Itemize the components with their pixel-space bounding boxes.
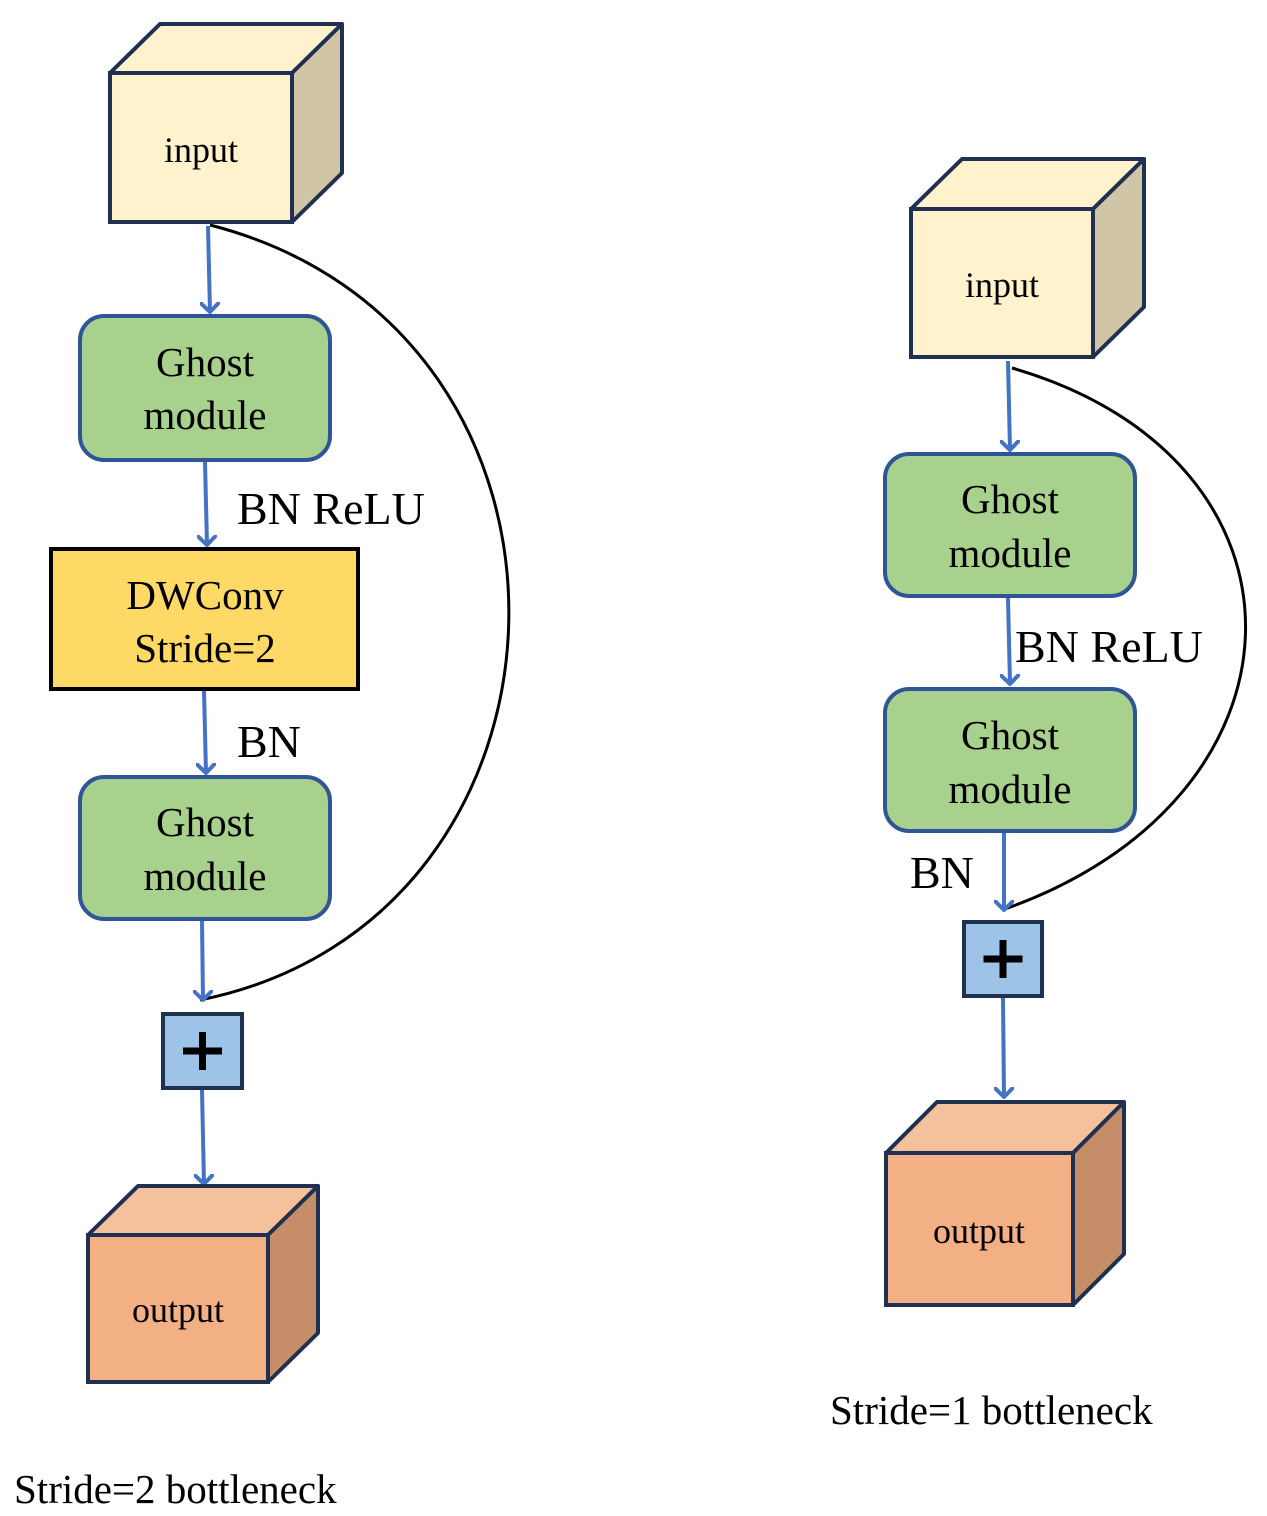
right-ghost1-line1: Ghost xyxy=(961,476,1060,522)
left-bn-label: BN xyxy=(237,716,301,767)
right-bottleneck: input Ghost module BN ReLU Ghost module … xyxy=(830,157,1247,1433)
left-arrow-input-ghost xyxy=(208,225,210,312)
right-arrow-input-ghost xyxy=(1008,360,1010,450)
right-add-node xyxy=(962,920,1044,998)
right-plus-icon xyxy=(983,940,1023,978)
right-ghost-module-1: Ghost module xyxy=(883,452,1137,598)
left-ghost1-line1: Ghost xyxy=(156,339,255,385)
right-arrow-ghost-ghost xyxy=(1008,597,1010,684)
left-skip-connection xyxy=(199,223,511,1002)
right-skip-connection xyxy=(1001,366,1247,912)
left-plus-icon xyxy=(183,1032,222,1070)
left-arrow-dwconv-ghost xyxy=(204,690,206,773)
left-ghost-module-2: Ghost module xyxy=(78,775,332,921)
right-caption: Stride=1 bottleneck xyxy=(830,1387,1153,1433)
left-ghost2-line1: Ghost xyxy=(156,799,255,845)
right-bn-label: BN xyxy=(910,847,974,898)
left-caption: Stride=2 bottleneck xyxy=(14,1466,337,1512)
right-ghost1-line2: module xyxy=(949,530,1072,576)
right-ghost2-line1: Ghost xyxy=(961,712,1060,758)
right-ghost-module-2: Ghost module xyxy=(883,687,1137,833)
right-input-label: input xyxy=(965,265,1039,305)
left-arrow-ghost-add xyxy=(202,920,203,1000)
left-output-cube: output xyxy=(86,1184,320,1384)
right-output-label: output xyxy=(933,1211,1025,1251)
left-arrow-ghost-dwconv xyxy=(205,461,207,545)
right-ghost2-line2: module xyxy=(949,766,1072,812)
left-ghost-module-1: Ghost module xyxy=(78,314,332,462)
left-output-label: output xyxy=(132,1290,224,1330)
left-arrow-add-output xyxy=(202,1089,204,1184)
left-ghost1-line2: module xyxy=(144,392,267,438)
right-arrow-add-output xyxy=(1003,997,1004,1097)
left-dwconv-line2: Stride=2 xyxy=(134,625,276,671)
left-input-cube: input xyxy=(108,22,344,224)
left-bn-relu-label: BN ReLU xyxy=(237,483,425,534)
left-dwconv-line1: DWConv xyxy=(126,572,284,618)
left-dwconv-block: DWConv Stride=2 xyxy=(49,547,360,691)
right-output-cube: output xyxy=(884,1100,1126,1307)
left-bottleneck: input Ghost module BN ReLU DWConv Stride… xyxy=(14,22,511,1512)
right-input-cube: input xyxy=(909,157,1146,359)
right-bn-relu-label: BN ReLU xyxy=(1015,621,1203,672)
left-ghost2-line2: module xyxy=(144,853,267,899)
left-add-node xyxy=(161,1012,244,1090)
left-input-label: input xyxy=(164,130,238,170)
